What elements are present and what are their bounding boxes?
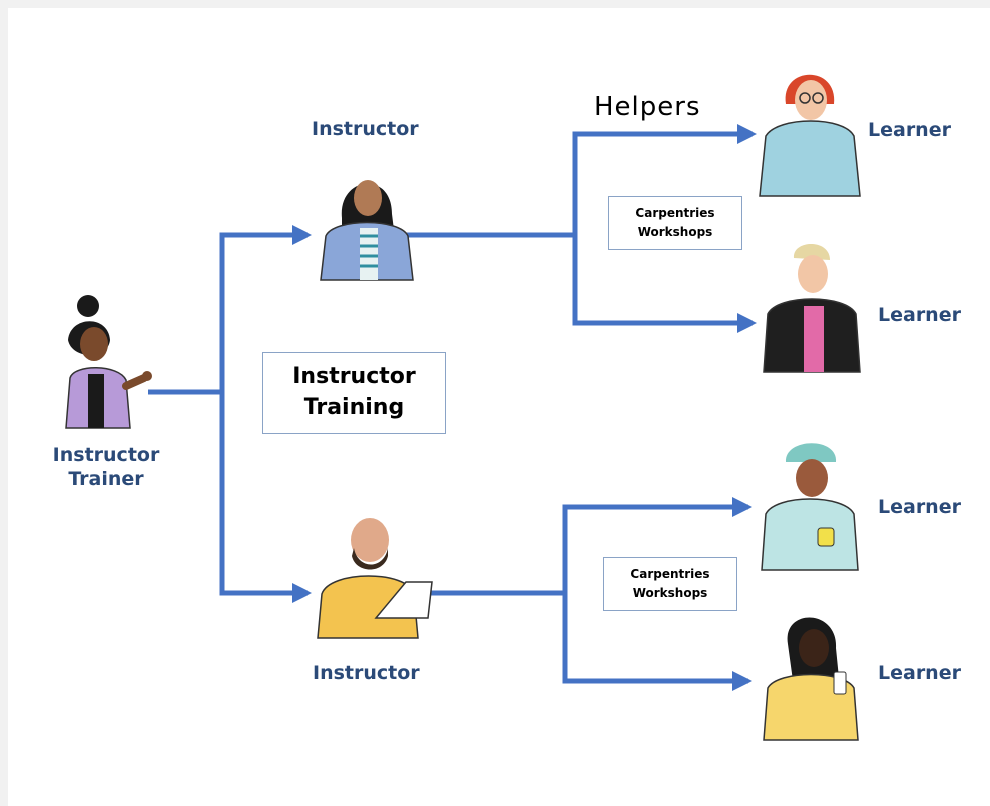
workshop-bottom-line2: Workshops (632, 586, 708, 600)
learner-1-label: Learner (868, 119, 951, 141)
arrow-to-instructor-bottom (219, 392, 312, 603)
instructor-bottom-label: Instructor (313, 662, 420, 684)
diagram-canvas: Helpers Instructor Training Carpentries … (8, 8, 990, 806)
instructor-top-label: Instructor (312, 118, 419, 140)
workshop-top-line2: Workshops (637, 225, 713, 239)
learner-4-figure (763, 617, 859, 741)
arrow-to-instructor-top (219, 225, 312, 392)
learner-4-label: Learner (878, 662, 961, 684)
helpers-label: Helpers (594, 92, 701, 122)
workshop-top-line1: Carpentries (635, 206, 715, 221)
instructor-training-line1: Instructor (292, 364, 416, 390)
instructor-training-box: Instructor Training (262, 352, 446, 434)
instructor-bottom-figure (317, 518, 433, 639)
arrow-to-learner-2 (572, 235, 757, 333)
workshop-bottom-line1: Carpentries (630, 567, 710, 582)
connector-lines (65, 74, 861, 741)
carpentries-workshops-box-top: Carpentries Workshops (608, 196, 742, 250)
learner-3-figure (761, 443, 859, 571)
trainer-label-line1: Instructor (52, 444, 160, 466)
carpentries-workshops-box-bottom: Carpentries Workshops (603, 557, 737, 611)
instructor-trainer-label: Instructor Trainer (46, 444, 166, 492)
instructor-top-figure (320, 180, 414, 281)
instructor-training-line2: Training (303, 395, 405, 420)
arrow-to-learner-1 (572, 124, 757, 235)
arrow-to-learner-3 (562, 497, 752, 593)
instructor-trainer-figure (65, 295, 152, 429)
learner-2-label: Learner (878, 304, 961, 326)
arrow-to-learner-4 (562, 593, 752, 691)
trainer-label-line2: Trainer (68, 467, 144, 490)
learner-3-label: Learner (878, 496, 961, 518)
learner-1-figure (759, 74, 861, 197)
learner-2-figure (763, 244, 861, 373)
